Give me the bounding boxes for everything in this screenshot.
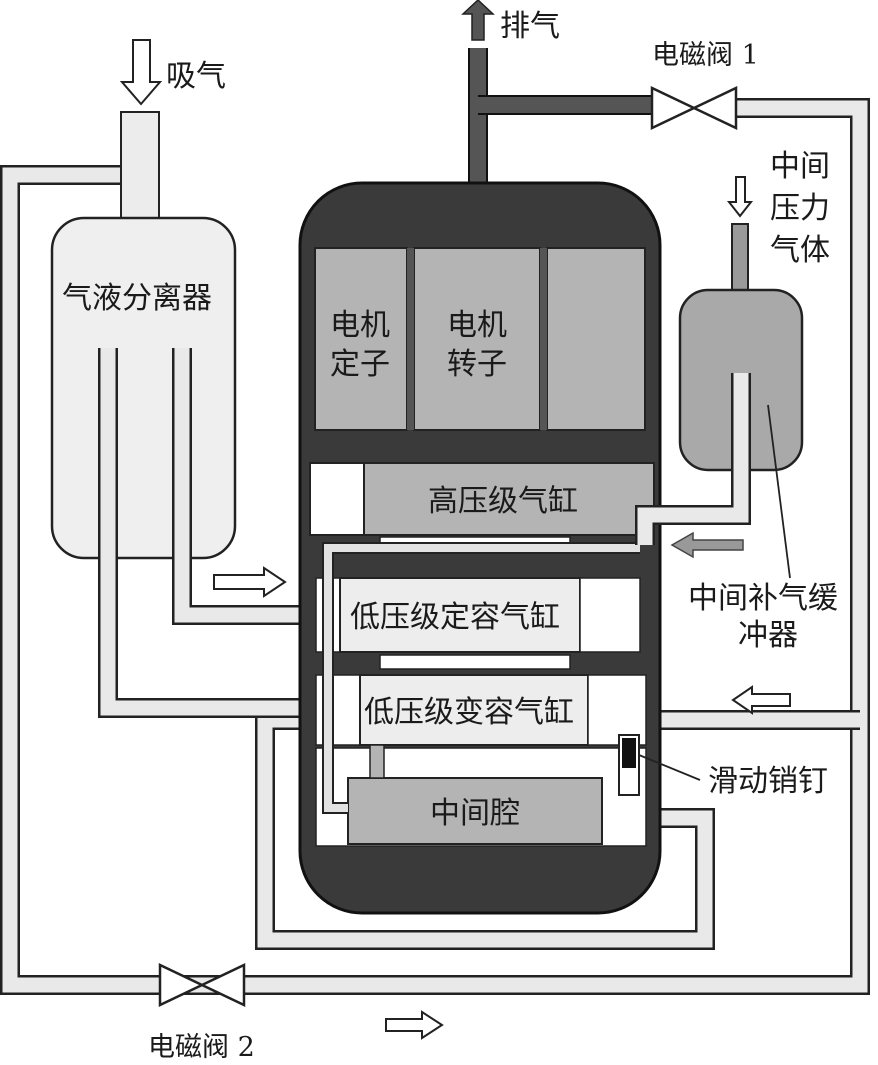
gas-liquid-separator xyxy=(50,216,237,560)
divider-plate-2 xyxy=(379,654,571,670)
suction-arrow-icon xyxy=(119,39,163,106)
rotor-label-2: 转子 xyxy=(447,347,507,382)
hp-cylinder-left-cell xyxy=(309,462,365,536)
solenoid-valve-1 xyxy=(650,86,738,130)
bypass-loop-pipe xyxy=(0,98,870,995)
valve1-label: 电磁阀 1 xyxy=(652,40,759,71)
buffer-outlet-pipe xyxy=(635,373,751,545)
lp-variable-right-cell xyxy=(587,674,647,746)
mid-chamber-neck xyxy=(369,744,385,779)
mid-pressure-arrow-icon xyxy=(726,176,754,218)
motor-stator-right xyxy=(546,247,646,431)
lp-fixed-cylinder-label: 低压级定容气缸 xyxy=(350,600,560,635)
valve2-label: 电磁阀 2 xyxy=(148,1032,255,1063)
motor-gap-left xyxy=(407,248,414,430)
hp-cylinder xyxy=(363,462,655,536)
solenoid-valve-2 xyxy=(158,963,246,1007)
mid-pressure-label-2: 压力 xyxy=(770,191,830,226)
mid-chamber xyxy=(347,777,603,845)
return-flow-arrow-icon xyxy=(731,685,791,715)
internal-channel xyxy=(322,542,640,814)
lp-variable-cylinder xyxy=(359,674,589,746)
motor-stator-left xyxy=(314,247,408,431)
separator-flow-arrow-icon xyxy=(213,566,287,598)
discharge-label: 排气 xyxy=(500,9,560,44)
mid-pressure-label-1: 中间 xyxy=(770,149,830,184)
buffer-leader-line xyxy=(767,404,791,579)
stator-label-1: 电机 xyxy=(330,308,390,343)
mid-chamber-label: 中间腔 xyxy=(430,796,520,831)
buffer-flow-arrow-icon xyxy=(670,531,744,559)
buffer-label-1: 中间补气缓 xyxy=(688,581,838,616)
motor-gap-right xyxy=(540,248,547,430)
stator-label-2: 定子 xyxy=(330,347,390,382)
hp-cylinder-label: 高压级气缸 xyxy=(428,484,578,519)
discharge-arrow-icon xyxy=(461,0,495,41)
bottom-flow-arrow-icon xyxy=(385,1010,444,1040)
sliding-pin-leader-line xyxy=(638,754,701,781)
lp-fixed-cylinder xyxy=(339,577,581,653)
suction-label: 吸气 xyxy=(166,59,226,94)
rotor-label-1: 电机 xyxy=(447,308,507,343)
sliding-pin xyxy=(618,734,640,796)
separator-label: 气液分离器 xyxy=(62,281,212,316)
separator-outlet-pipes xyxy=(98,348,365,718)
mid-pressure-label-3: 气体 xyxy=(770,233,830,268)
sliding-pin-label: 滑动销钉 xyxy=(708,764,828,799)
lp-variable-cylinder-label: 低压级变容气缸 xyxy=(364,695,574,730)
buffer-label-2: 冲器 xyxy=(738,618,798,653)
lp-fixed-right-cell xyxy=(579,577,641,653)
